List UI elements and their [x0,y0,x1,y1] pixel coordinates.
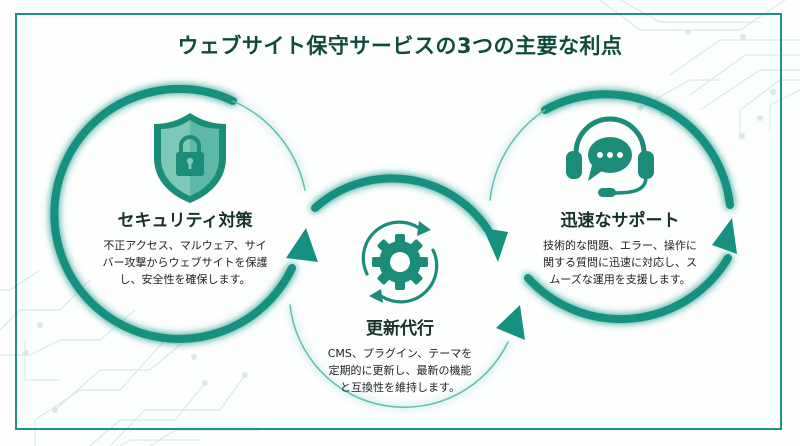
arrow-head-2 [483,228,508,262]
benefit-support: 迅速なサポート 技術的な問題、エラー、操作に 関する質問に迅速に対応し、ス ムー… [520,206,720,288]
benefit-desc-line: 技術的な問題、エラー、操作に [543,239,697,252]
benefit-desc-line: ムーズな運用を支援します。 [549,273,691,286]
benefit-heading: セキュリティ対策 [117,211,253,231]
gear-refresh-icon [361,220,439,304]
shield-lock-icon [154,113,226,203]
benefit-heading: 更新代行 [366,319,434,339]
benefit-desc-line: CMS、プラグイン、テーマを [327,347,473,360]
arrow-head-4 [712,218,737,254]
headset-chat-icon [566,116,654,197]
benefit-desc-line: 不正アクセス、マルウェア、サイ [103,239,267,252]
benefit-desc-line: し、安全性を確保します。 [119,273,251,286]
benefit-desc-line: と互換性を維持します。 [340,381,460,394]
benefit-security: セキュリティ対策 不正アクセス、マルウェア、サイ バー攻撃からウェブサイトを保護… [85,206,285,288]
frame-border [15,13,782,430]
page-title: ウェブサイト保守サービスの3つの主要な利点 [177,34,623,58]
benefit-heading: 迅速なサポート [560,211,680,231]
arrow-head-1 [286,228,318,262]
benefit-desc-line: 定期的に更新し、最新の機能 [328,364,472,377]
arrow-head-3 [496,305,525,340]
arrowheads [286,218,737,340]
benefit-desc-line: バー攻撃からウェブサイトを保護 [102,256,268,269]
benefit-update: 更新代行 CMS、プラグイン、テーマを 定期的に更新し、最新の機能 と互換性を維… [300,314,500,396]
benefit-desc-line: 関する質問に迅速に対応し、ス [543,256,697,269]
